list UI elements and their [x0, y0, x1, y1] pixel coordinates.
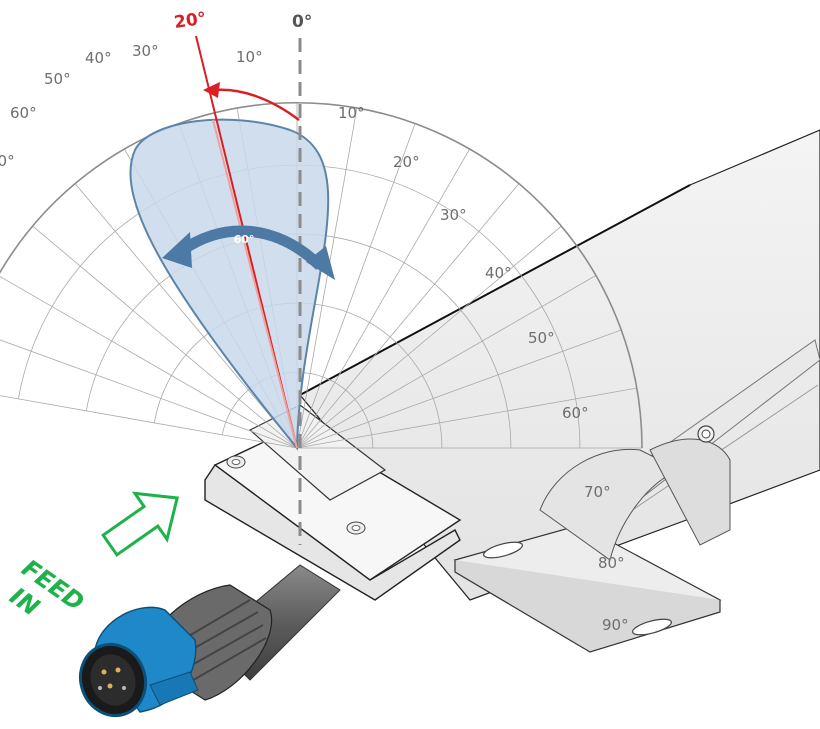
- tilt-degree-label: 20°: [173, 9, 208, 33]
- grid-spoke: [296, 108, 358, 449]
- tilt-arrow: [203, 82, 300, 121]
- grid-spoke: [0, 395, 298, 449]
- feed-in-indicator: FEED IN: [5, 491, 180, 622]
- scale-right-70: 70°: [584, 483, 611, 501]
- grid-spoke: [296, 387, 637, 449]
- grid-spoke: [296, 329, 622, 449]
- grid-spoke: [32, 225, 298, 449]
- right-angle-scale: 10° 20° 30° 40° 50° 60° 70° 80° 90°: [338, 104, 629, 634]
- grid-spoke: [74, 183, 298, 449]
- left-angle-scale: 10° 30° 40° 50° 60° 70°: [0, 42, 263, 170]
- grid-spoke: [296, 183, 520, 449]
- scale-right-10: 10°: [338, 104, 365, 122]
- scale-right-90: 90°: [602, 616, 629, 634]
- scale-left-50: 50°: [44, 70, 71, 88]
- connector-plug: [79, 606, 199, 718]
- scale-right-40: 40°: [485, 264, 512, 282]
- scale-left-40: 40°: [85, 49, 112, 67]
- scale-right-20: 20°: [393, 153, 420, 171]
- beam-width-label: 60°: [234, 233, 255, 246]
- scale-right-30: 30°: [440, 206, 467, 224]
- scale-right-60: 60°: [562, 404, 589, 422]
- grid-arc: [0, 102, 643, 449]
- scale-right-50: 50°: [528, 329, 555, 347]
- beam-width-arrow: 60°: [162, 225, 335, 280]
- feed-arrow-icon: [101, 491, 180, 557]
- zero-degree-label: 0°: [292, 12, 312, 32]
- grid-spoke: [296, 149, 470, 449]
- grid-spoke: [296, 275, 596, 449]
- scale-left-10: 10°: [236, 48, 263, 66]
- scale-left-30: 30°: [132, 42, 159, 60]
- grid-spoke: [0, 339, 298, 449]
- tilt-line-inner: [212, 119, 298, 449]
- grid-spoke: [0, 276, 298, 449]
- scale-left-60: 60°: [10, 104, 37, 122]
- scale-right-80: 80°: [598, 554, 625, 572]
- grid-spoke: [296, 123, 416, 449]
- scale-left-70: 70°: [0, 152, 15, 170]
- mounting-bracket: [453, 425, 731, 653]
- grid-spoke: [296, 225, 562, 449]
